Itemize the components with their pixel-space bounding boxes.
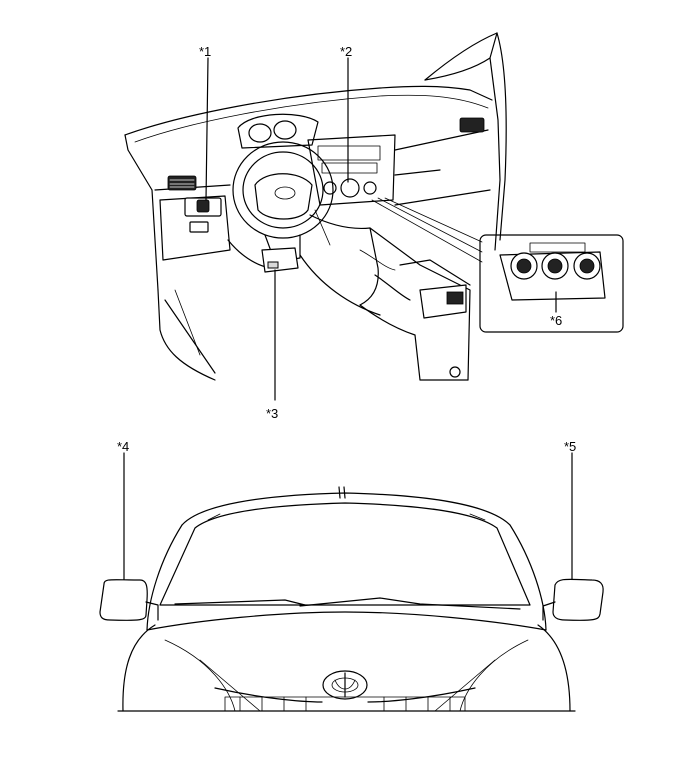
switch-panel-inset xyxy=(371,197,624,333)
callout-2: *2 xyxy=(340,44,352,59)
callout-4: *4 xyxy=(117,439,129,454)
leader-lines xyxy=(123,57,573,591)
callout-5: *5 xyxy=(564,439,576,454)
callout-3: *3 xyxy=(266,406,278,421)
callout-6: *6 xyxy=(550,313,562,328)
vehicle-front-illustration xyxy=(99,486,604,712)
dashboard-interior-illustration xyxy=(124,32,507,381)
callout-1: *1 xyxy=(199,44,211,59)
